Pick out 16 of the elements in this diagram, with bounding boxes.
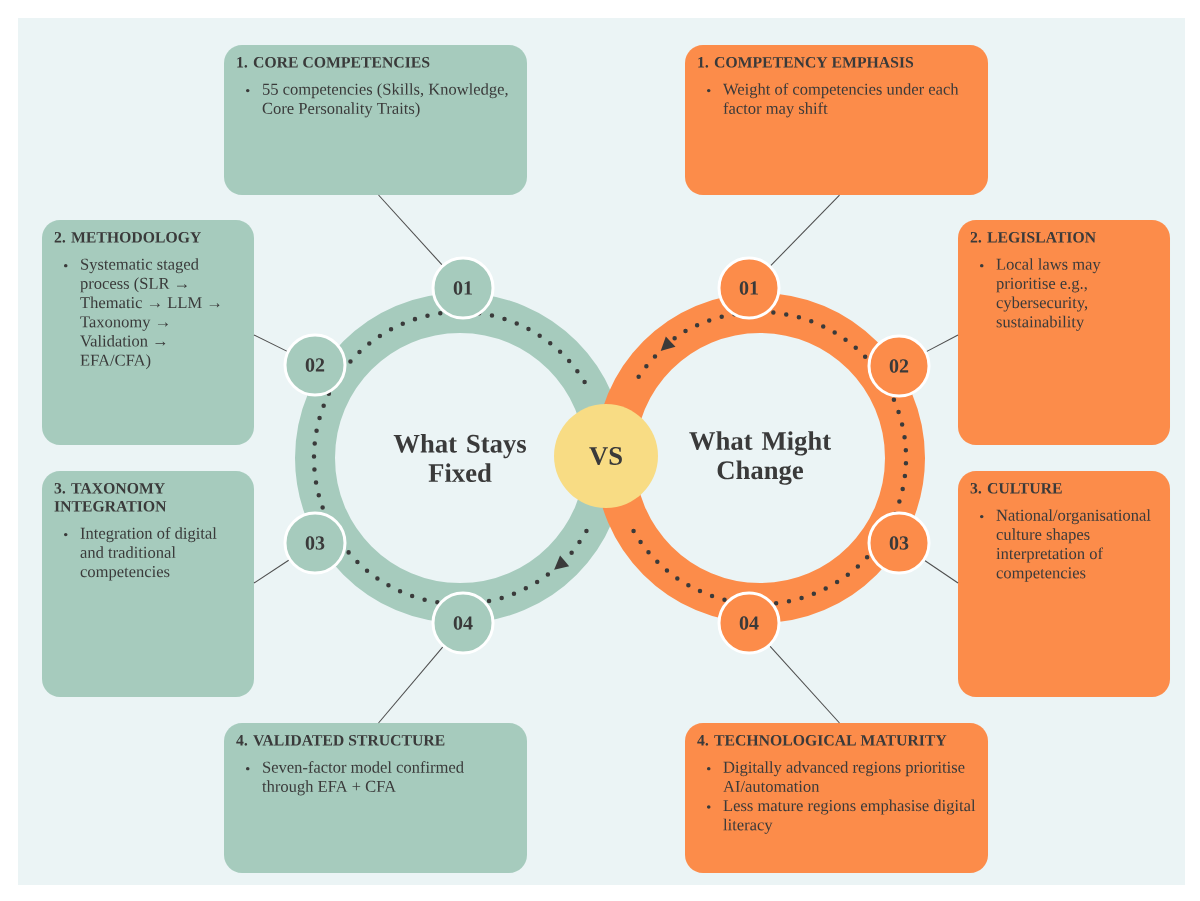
- info-box: 1. COMPETENCY EMPHASIS Weight of competencies under each factor may shift: [685, 45, 988, 195]
- leader-line: [253, 559, 290, 584]
- info-box: 2. LEGISLATION Local laws may prioritise e.g., cybersecurity, sustainability: [958, 220, 1170, 445]
- info-box: 4. TECHNOLOGICAL MATURITY Digitally advanced regions prioritise AI/automation Less mature regions emphasise digital literacy: [685, 723, 988, 873]
- info-box: 3. TAXONOMY INTEGRATION Integration of digital and traditional competencies: [42, 471, 254, 697]
- info-box: 4. VALIDATED STRUCTURE Seven-factor model confirmed through EFA + CFA: [224, 723, 527, 873]
- info-box: 3. CULTURE National/organisational culture shapes interpretation of competencies: [958, 471, 1170, 697]
- leader-line: [926, 334, 959, 352]
- leader-line: [770, 194, 841, 266]
- leader-line: [377, 194, 443, 266]
- leader-line: [769, 645, 841, 724]
- leader-line: [253, 334, 288, 352]
- leader-line: [377, 646, 444, 724]
- info-box: 1. CORE COMPETENCIES 55 competencies (Skills, Knowledge, Core Personality Traits): [224, 45, 527, 195]
- info-box: 2. METHODOLOGY Systematic staged process (SLR → Thematic → LLM → Taxonomy → Validation → EFA/CFA): [42, 220, 254, 445]
- leader-line: [924, 560, 959, 584]
